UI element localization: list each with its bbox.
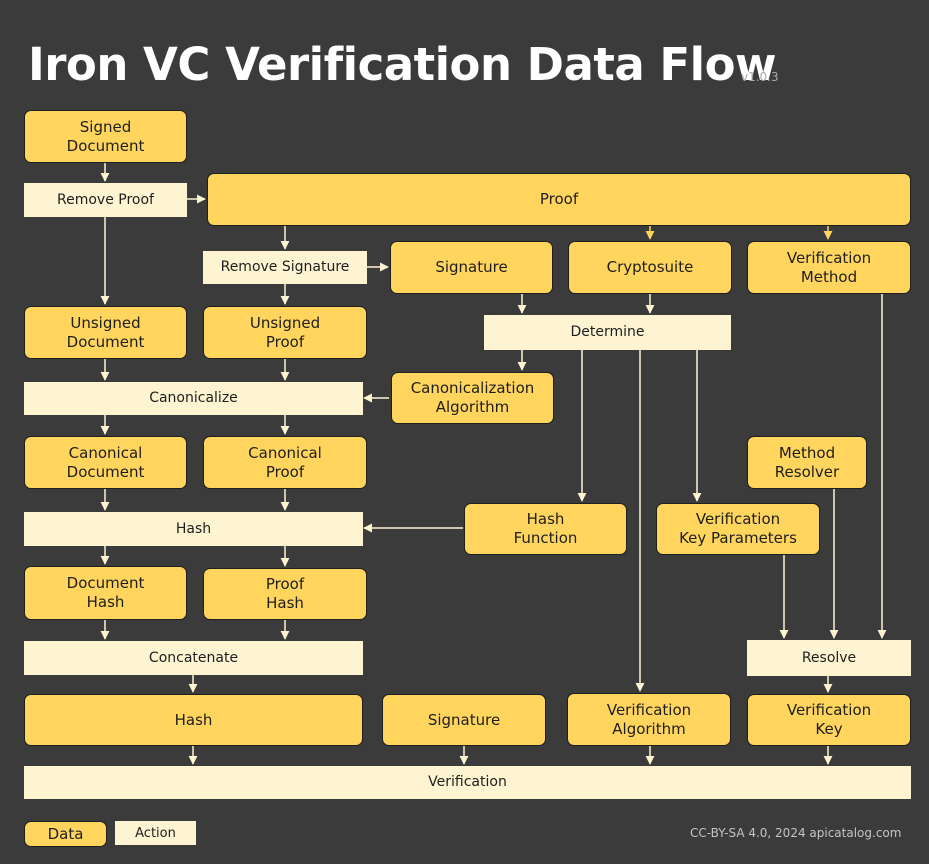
- unsigned-document-label: Unsigned Document: [66, 313, 145, 351]
- cryptosuite-node: Cryptosuite: [568, 241, 732, 294]
- legend-action: Action: [115, 821, 196, 845]
- cryptosuite-label: Cryptosuite: [606, 258, 694, 276]
- hash-data-node: Hash: [24, 694, 363, 746]
- signature-top-label: Signature: [435, 258, 508, 276]
- method-resolver-node: Method Resolver: [747, 436, 867, 489]
- resolve-label: Resolve: [801, 649, 857, 666]
- proof-hash-node: Proof Hash: [203, 568, 367, 620]
- remove-signature-action: Remove Signature: [203, 251, 367, 284]
- verification-method-label: Verification Method: [786, 248, 872, 286]
- verification-label: Verification: [428, 774, 507, 790]
- proof-label: Proof: [539, 190, 579, 208]
- signed-document-label: Signed Document: [66, 117, 145, 155]
- signature-bottom-node: Signature: [382, 694, 546, 746]
- document-hash-label: Document Hash: [66, 574, 145, 611]
- remove-signature-label: Remove Signature: [220, 259, 350, 275]
- hash-action: Hash: [24, 512, 363, 546]
- hash-function-node: Hash Function: [464, 503, 627, 555]
- legend-data: Data: [24, 821, 107, 847]
- license-credit: CC-BY-SA 4.0, 2024 apicatalog.com: [690, 826, 902, 840]
- concatenate-action: Concatenate: [24, 641, 363, 675]
- verification-key-parameters-label: Verification Key Parameters: [679, 510, 797, 547]
- canonical-document-label: Canonical Document: [66, 443, 145, 481]
- signature-bottom-label: Signature: [427, 710, 501, 729]
- verification-key-label: Verification Key: [786, 701, 872, 738]
- canonicalize-action: Canonicalize: [24, 382, 363, 415]
- canonicalization-algorithm-node: Canonicalization Algorithm: [391, 372, 554, 424]
- verification-action: Verification: [24, 766, 911, 799]
- hash-action-label: Hash: [175, 520, 212, 537]
- signature-top-node: Signature: [390, 241, 553, 294]
- canonicalize-label: Canonicalize: [149, 390, 238, 406]
- legend-data-label: Data: [47, 824, 84, 843]
- canonical-proof-label: Canonical Proof: [248, 443, 322, 481]
- concatenate-label: Concatenate: [148, 649, 239, 666]
- document-hash-node: Document Hash: [24, 566, 187, 620]
- verification-method-node: Verification Method: [747, 241, 911, 294]
- remove-proof-action: Remove Proof: [24, 183, 187, 217]
- proof-hash-label: Proof Hash: [265, 575, 305, 612]
- determine-label: Determine: [570, 324, 645, 340]
- canonicalization-algorithm-label: Canonicalization Algorithm: [410, 379, 535, 416]
- unsigned-proof-node: Unsigned Proof: [203, 306, 367, 359]
- unsigned-document-node: Unsigned Document: [24, 306, 187, 359]
- verification-algorithm-label: Verification Algorithm: [606, 700, 692, 738]
- legend-action-label: Action: [135, 825, 176, 841]
- determine-action: Determine: [484, 315, 731, 350]
- proof-node: Proof: [207, 173, 911, 226]
- verification-key-node: Verification Key: [747, 694, 911, 746]
- canonical-document-node: Canonical Document: [24, 436, 187, 489]
- signed-document-node: Signed Document: [24, 110, 187, 163]
- page-title: Iron VC Verification Data Flow: [28, 38, 777, 91]
- verification-algorithm-node: Verification Algorithm: [567, 693, 731, 746]
- verification-key-parameters-node: Verification Key Parameters: [656, 503, 820, 555]
- version-label: v1.0.3: [741, 70, 779, 84]
- hash-function-label: Hash Function: [513, 510, 578, 547]
- canonical-proof-node: Canonical Proof: [203, 436, 367, 489]
- resolve-action: Resolve: [747, 640, 911, 676]
- unsigned-proof-label: Unsigned Proof: [249, 313, 321, 351]
- hash-data-label: Hash: [174, 710, 213, 729]
- remove-proof-label: Remove Proof: [57, 191, 154, 208]
- method-resolver-label: Method Resolver: [774, 443, 840, 481]
